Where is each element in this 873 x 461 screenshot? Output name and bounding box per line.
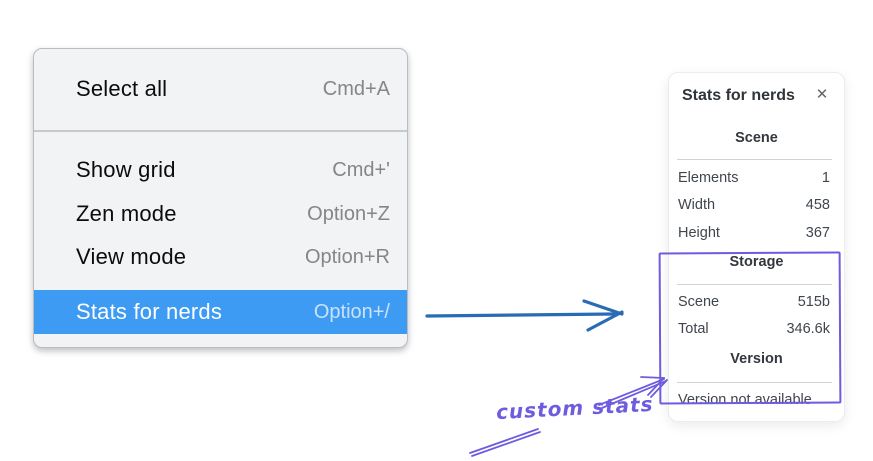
menu-item-label: View mode — [76, 244, 187, 269]
stat-label: Elements — [678, 170, 739, 186]
version-note: Version not available — [678, 392, 812, 408]
stat-row-storage-scene: Scene 515b — [678, 290, 830, 314]
menu-item-shortcut: Cmd+' — [332, 158, 390, 181]
stats-panel-title: Stats for nerds — [682, 87, 795, 104]
menu-item-select-all[interactable]: Select all Cmd+A — [34, 67, 407, 111]
section-divider — [677, 159, 832, 160]
stat-row-height: Height 367 — [678, 221, 830, 245]
stat-row-width: Width 458 — [678, 193, 830, 217]
context-menu: Select all Cmd+A Show grid Cmd+' Zen mod… — [33, 48, 408, 348]
stat-label: Height — [678, 225, 720, 241]
scene-section-heading: Scene — [735, 130, 778, 146]
menu-item-show-grid[interactable]: Show grid Cmd+' — [34, 148, 407, 192]
version-section-heading: Version — [730, 351, 783, 367]
menu-item-zen-mode[interactable]: Zen mode Option+Z — [34, 192, 407, 236]
stat-value: 367 — [805, 225, 830, 241]
menu-item-label: Zen mode — [76, 201, 177, 226]
menu-item-label: Show grid — [76, 157, 176, 182]
menu-item-shortcut: Option+R — [304, 245, 390, 268]
pointer-arrow — [425, 299, 624, 332]
menu-item-label: Stats for nerds — [76, 299, 223, 324]
stat-value: 346.6k — [786, 321, 830, 337]
section-divider — [677, 284, 832, 285]
close-icon[interactable]: ✕ — [815, 86, 829, 103]
annotation-label: custom stats — [495, 391, 655, 425]
storage-section-heading: Storage — [729, 254, 784, 270]
stat-label: Width — [678, 197, 716, 213]
stat-value: 458 — [805, 197, 830, 213]
menu-item-view-mode[interactable]: View mode Option+R — [34, 235, 407, 279]
menu-item-label: Select all — [76, 76, 168, 101]
section-divider — [677, 382, 832, 383]
menu-item-shortcut: Option+Z — [307, 202, 390, 225]
menu-divider — [34, 130, 407, 132]
stat-value: 1 — [821, 170, 830, 186]
menu-item-shortcut: Cmd+A — [322, 77, 390, 100]
stat-row-elements: Elements 1 — [678, 166, 830, 190]
stat-label: Scene — [678, 294, 720, 310]
stat-row-storage-total: Total 346.6k — [678, 317, 830, 341]
menu-item-stats-for-nerds[interactable]: Stats for nerds Option+/ — [34, 290, 407, 334]
stat-label: Total — [678, 321, 709, 337]
menu-item-shortcut: Option+/ — [313, 300, 390, 323]
stats-panel: Stats for nerds ✕ Scene Elements 1 Width… — [668, 72, 845, 422]
stat-value: 515b — [797, 294, 830, 310]
